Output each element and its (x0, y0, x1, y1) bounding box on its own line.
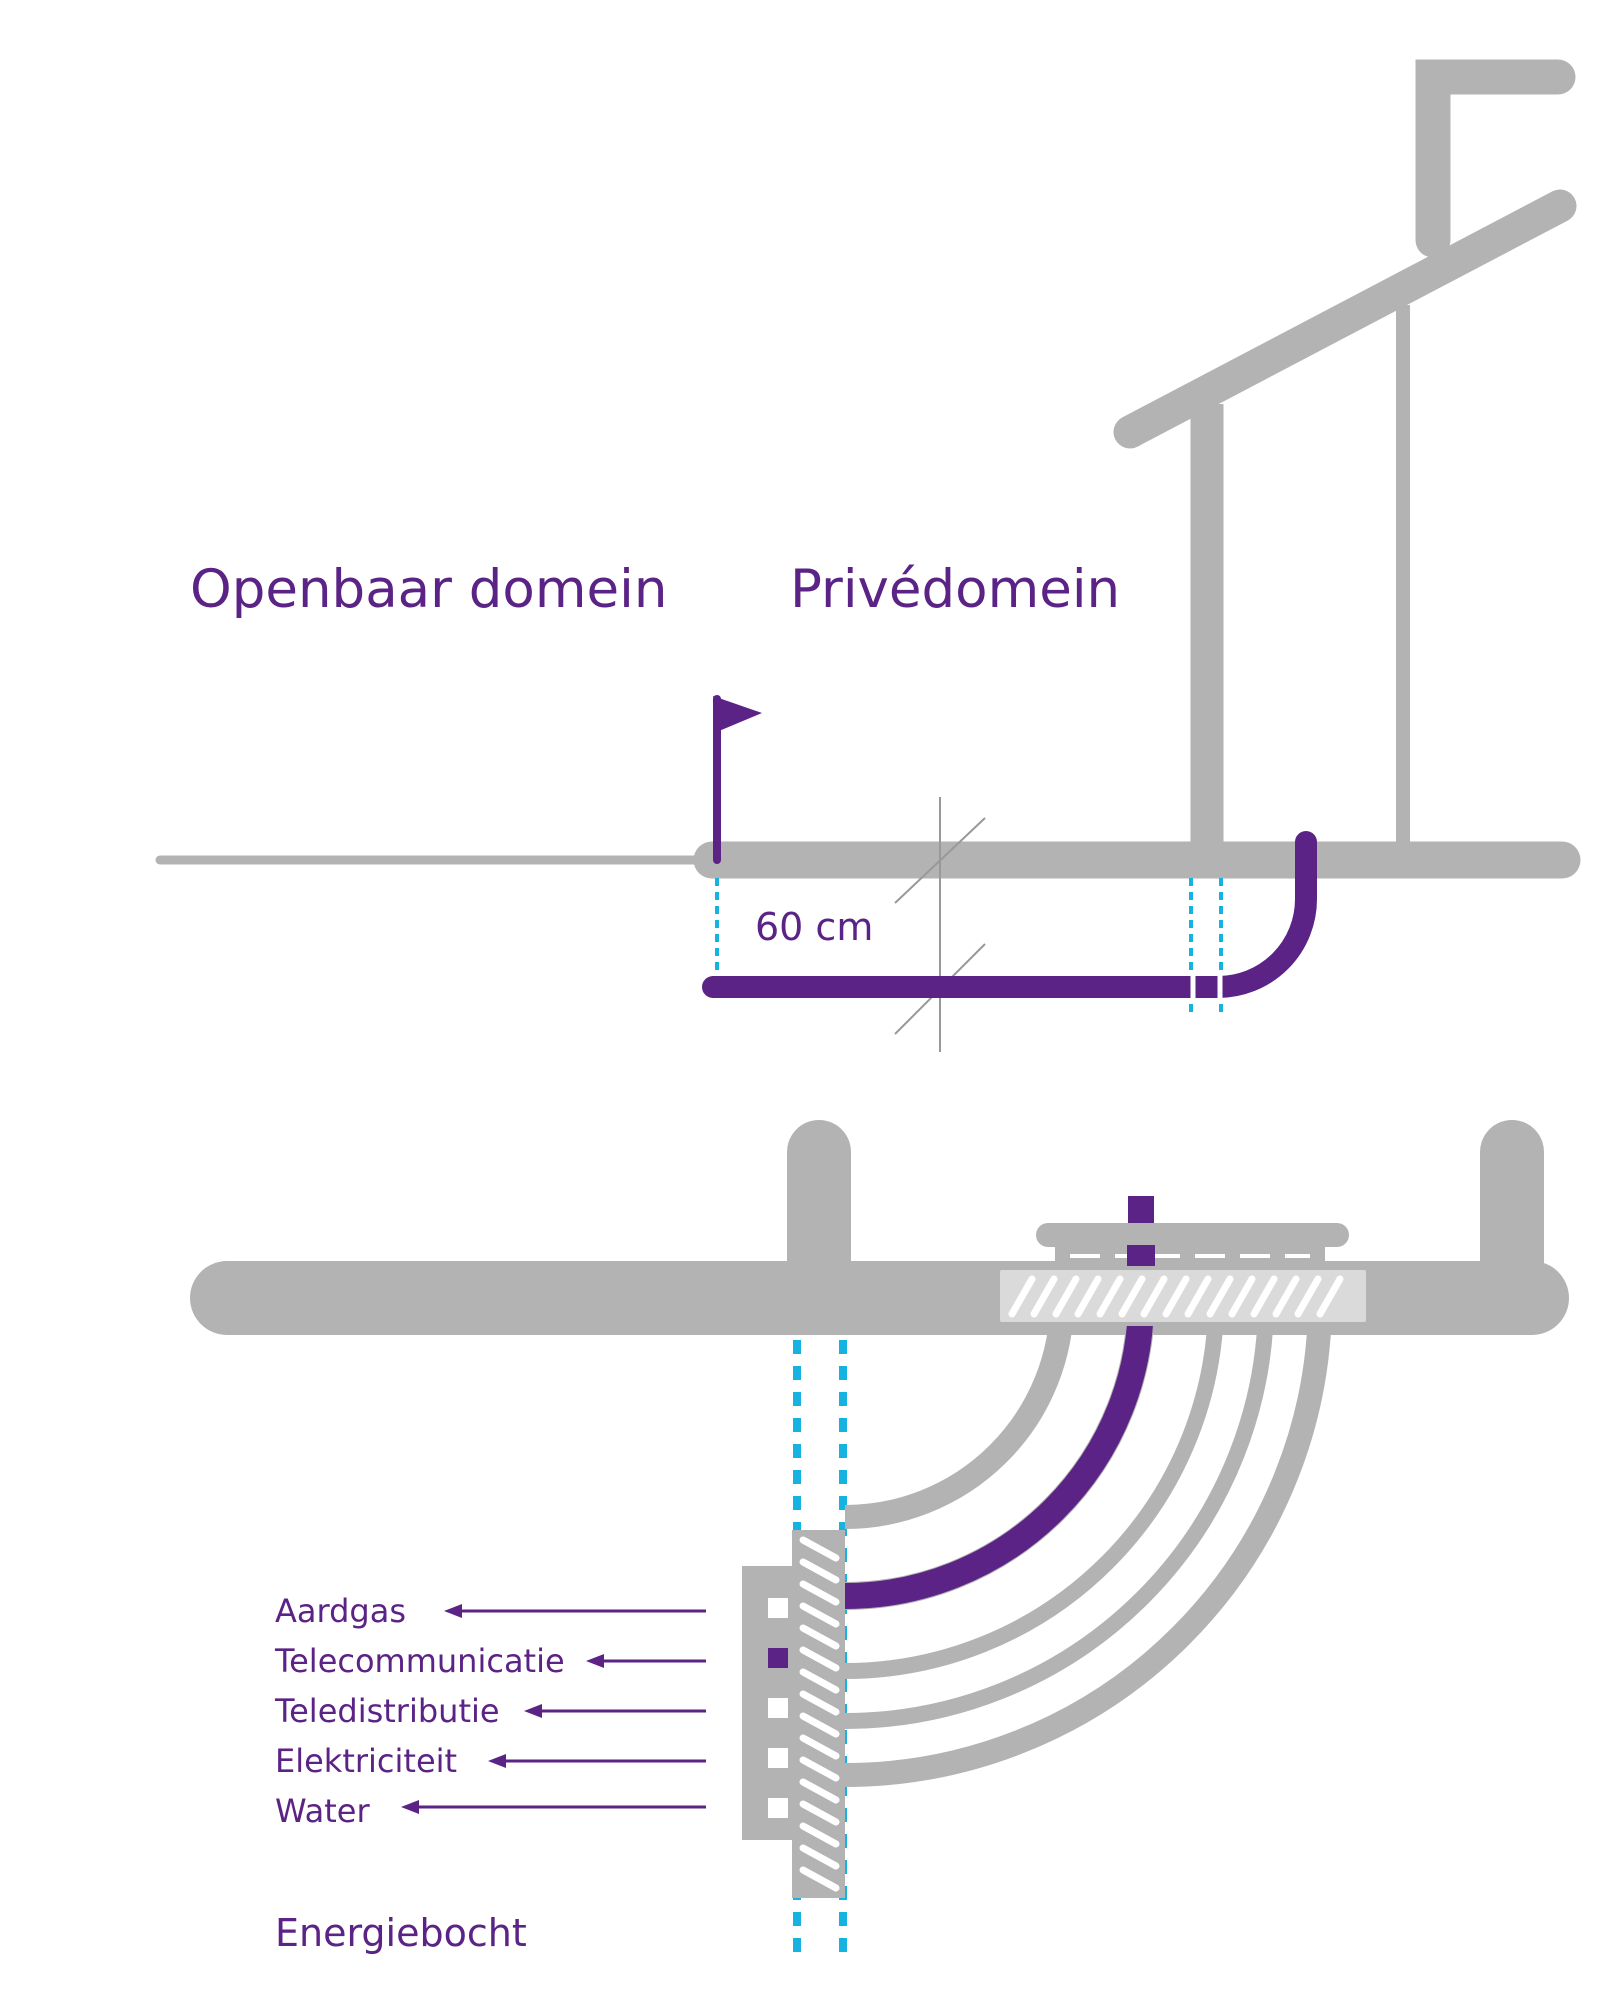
energy-bend-label: Energiebocht (275, 1911, 527, 1955)
depth-label: 60 cm (755, 905, 873, 949)
pipe-elektriciteit (844, 1299, 1274, 1729)
bend-side-block (742, 1530, 845, 1898)
pipe-aardgas (844, 1299, 1074, 1529)
collar-hatch (1008, 1275, 1344, 1318)
house-structure (1113, 59, 1577, 855)
utility-label-telecommunicatie: Telecommunicatie (274, 1642, 565, 1680)
measurement-marks (894, 797, 986, 1052)
utility-label-aardgas: Aardgas (275, 1592, 406, 1630)
telecom-pipe-top (702, 831, 1317, 998)
pipe-bundle (844, 1196, 1332, 1787)
house-roof (1113, 189, 1577, 449)
side-hatch (799, 1536, 840, 1892)
utility-label-water: Water (275, 1792, 370, 1830)
public-domain-label: Openbaar domein (190, 559, 667, 620)
pipe-break-marks (1190, 974, 1223, 1000)
utility-label-teledistributie: Teledistributie (274, 1692, 500, 1730)
utility-arrows (401, 1604, 706, 1814)
bend-top-collar (996, 1223, 1370, 1326)
utility-label-elektriciteit: Elektriciteit (275, 1742, 457, 1780)
private-domain-label: Privédomein (790, 559, 1120, 620)
pipe-water (844, 1299, 1324, 1779)
utility-labels: Aardgas Telecommunicatie Teledistributie… (274, 1592, 565, 1830)
pipe-telecommunicatie (844, 1196, 1154, 1609)
flag-icon (713, 695, 762, 864)
pipe-teledistributie (844, 1299, 1224, 1679)
house-chimney (1415, 59, 1576, 258)
